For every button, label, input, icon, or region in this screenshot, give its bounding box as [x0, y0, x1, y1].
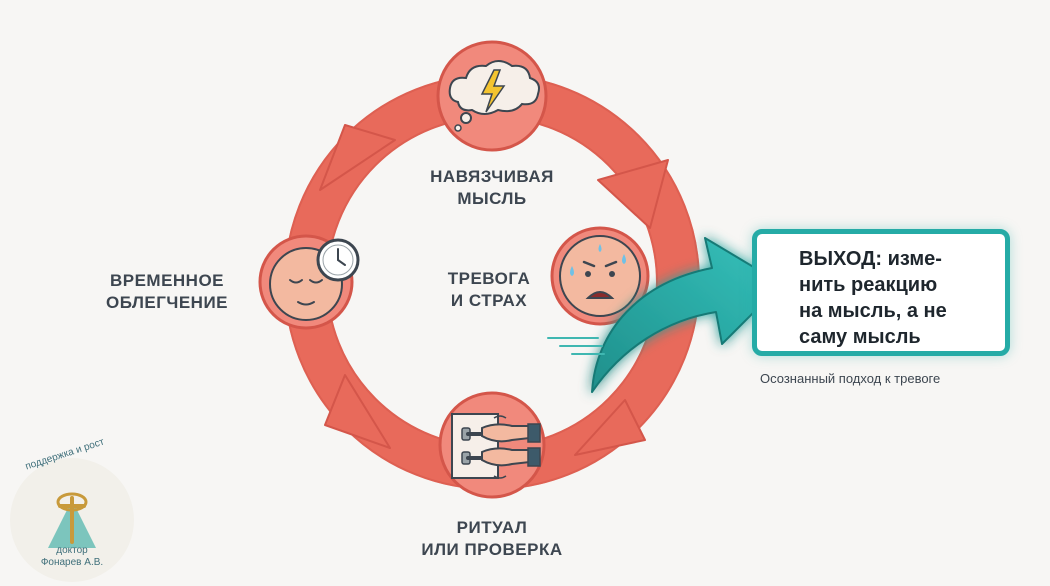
- clock-icon: [316, 238, 360, 282]
- label-obsessive-thought: НАВЯЗЧИВАЯ МЫСЛЬ: [430, 167, 554, 208]
- hands-door-handle-icon: [451, 413, 541, 479]
- arrowhead-bottom-right: [574, 399, 646, 456]
- logo-emblem-icon: [10, 458, 134, 582]
- exit-arrow-icon: [591, 237, 783, 393]
- arrowhead-top-left: [319, 124, 396, 191]
- exit-callout-box: ВЫХОД: изме- нить реакцию на мысль, а не…: [752, 229, 1010, 356]
- label-ritual-check: РИТУАЛ ИЛИ ПРОВЕРКА: [421, 518, 563, 559]
- logo-bottom-text: доктор Фонарев А.В.: [40, 545, 104, 568]
- exit-caption: Осознанный подход к тревоге: [760, 371, 941, 386]
- arrowhead-bottom-left: [324, 374, 391, 449]
- node-anxiety-fear: [550, 226, 650, 326]
- cycle-arrowheads: [319, 124, 669, 456]
- node-obsessive-thought: [436, 40, 548, 152]
- motion-lines: [547, 337, 605, 355]
- exit-callout-text: ВЫХОД: изме- нить реакцию на мысль, а не…: [799, 248, 947, 348]
- node-ritual-check: [438, 391, 546, 499]
- label-anxiety-fear: ТРЕВОГА И СТРАХ: [447, 269, 531, 310]
- node-temporary-relief: [258, 234, 360, 330]
- label-temporary-relief: ВРЕМЕННОЕ ОБЛЕГЧЕНИЕ: [105, 271, 229, 312]
- arrowhead-top-right: [597, 159, 669, 229]
- thought-cloud-lightning-icon: [448, 60, 540, 132]
- anxious-face-icon: [559, 235, 641, 317]
